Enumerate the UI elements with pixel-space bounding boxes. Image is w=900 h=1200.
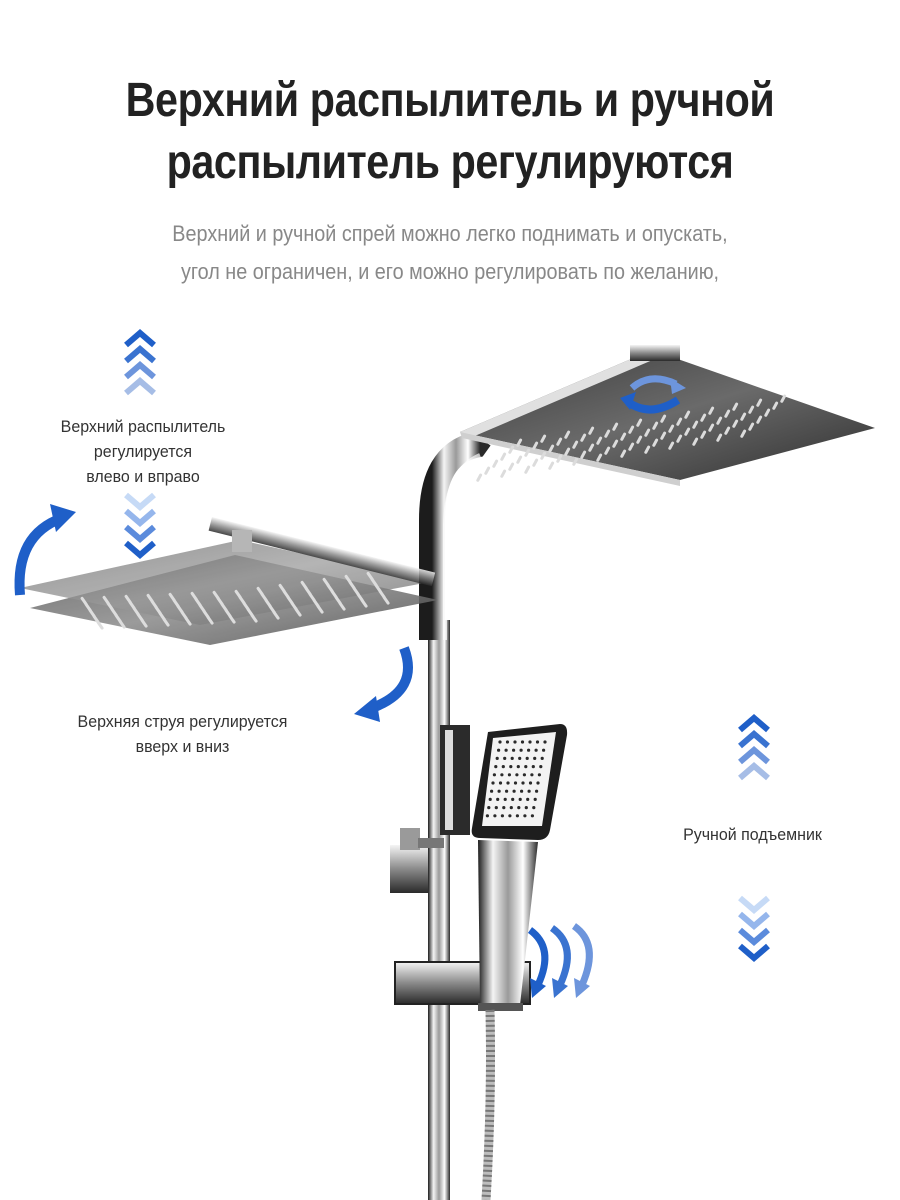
chevron-down-stack-icon (124, 492, 156, 559)
page-title-line-1: Верхний распылитель и ручной (125, 74, 775, 127)
callout-top-sprayer-line-3: влево и вправо (86, 467, 200, 486)
rotate-arrow-icon (620, 375, 686, 414)
subtitle-line-2: угол не ограничен, и его можно регулиров… (180, 259, 720, 284)
shower-arm (419, 430, 491, 640)
curved-arrow-icon-down (354, 646, 413, 722)
chevron-down-stack-icon-right (738, 895, 770, 962)
curved-arrow-icon-up (14, 504, 76, 596)
callout-top-sprayer: Верхний распылитель регулируется влево и… (44, 414, 241, 489)
callout-hand-lift: Ручной подъемник (683, 825, 822, 844)
callout-top-sprayer-line-2: регулируется (93, 442, 193, 461)
chevron-up-stack-icon-right (738, 714, 770, 781)
page-title-line-2: распылитель регулируются (166, 136, 734, 189)
callout-top-jet-line-1: Верхняя струя регулируется (77, 712, 288, 731)
chevron-up-stack-icon (124, 329, 156, 396)
hand-shower (471, 724, 568, 1011)
callout-top-jet: Верхняя струя регулируется вверх и вниз (58, 709, 307, 759)
rain-shower-head-ghost (20, 517, 438, 645)
subtitle-line-1: Верхний и ручной спрей можно легко подни… (172, 221, 728, 246)
rain-shower-head (460, 345, 875, 486)
swirl-arrows-icon (527, 923, 593, 998)
callout-top-jet-line-2: вверх и вниз (135, 737, 230, 756)
wall-bracket (390, 828, 444, 893)
callout-top-sprayer-line-1: Верхний распылитель (60, 417, 226, 436)
